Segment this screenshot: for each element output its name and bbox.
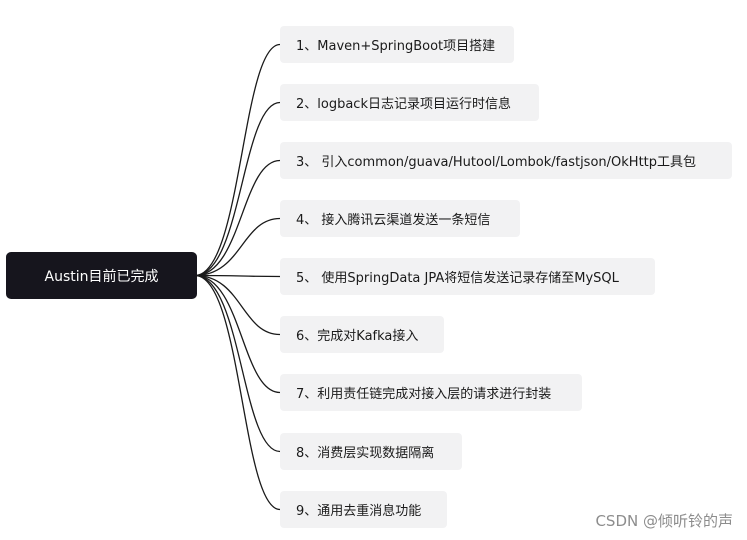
root-label: Austin目前已完成 xyxy=(44,268,159,285)
connector-line-2 xyxy=(194,101,281,277)
branch-node-2: 2、logback日志记录项目运行时信息 xyxy=(280,84,539,121)
branch-node-6: 6、完成对Kafka接入 xyxy=(280,316,444,353)
branch-label: 5、 使用SpringData JPA将短信发送记录存储至MySQL xyxy=(296,271,619,286)
connector-line-1 xyxy=(194,43,281,277)
branch-node-5: 5、 使用SpringData JPA将短信发送记录存储至MySQL xyxy=(280,258,655,295)
watermark: CSDN @倾听铃的声 xyxy=(595,512,733,530)
connector-line-4 xyxy=(194,217,281,277)
branch-label: 3、 引入common/guava/Hutool/Lombok/fastjson… xyxy=(296,155,697,170)
branch-label: 1、Maven+SpringBoot项目搭建 xyxy=(296,39,496,54)
connector-line-5 xyxy=(194,274,281,278)
branch-label: 2、logback日志记录项目运行时信息 xyxy=(296,97,511,112)
connector-line-3 xyxy=(194,159,281,277)
connector-line-8 xyxy=(194,274,281,453)
branch-node-8: 8、消费层实现数据隔离 xyxy=(280,433,462,470)
connector-line-6 xyxy=(194,274,281,336)
connector-line-9 xyxy=(194,274,281,511)
root-node: Austin目前已完成 xyxy=(6,252,197,299)
branch-node-9: 9、通用去重消息功能 xyxy=(280,491,447,528)
branch-node-4: 4、 接入腾讯云渠道发送一条短信 xyxy=(280,200,520,237)
connector-line-7 xyxy=(194,274,281,394)
branch-label: 4、 接入腾讯云渠道发送一条短信 xyxy=(296,213,491,228)
branch-node-3: 3、 引入common/guava/Hutool/Lombok/fastjson… xyxy=(280,142,732,179)
branch-label: 6、完成对Kafka接入 xyxy=(296,329,419,344)
branch-node-7: 7、利用责任链完成对接入层的请求进行封装 xyxy=(280,374,582,411)
branch-label: 8、消费层实现数据隔离 xyxy=(296,446,435,461)
branch-node-1: 1、Maven+SpringBoot项目搭建 xyxy=(280,26,514,63)
branch-label: 9、通用去重消息功能 xyxy=(296,504,422,519)
branch-label: 7、利用责任链完成对接入层的请求进行封装 xyxy=(296,387,552,402)
